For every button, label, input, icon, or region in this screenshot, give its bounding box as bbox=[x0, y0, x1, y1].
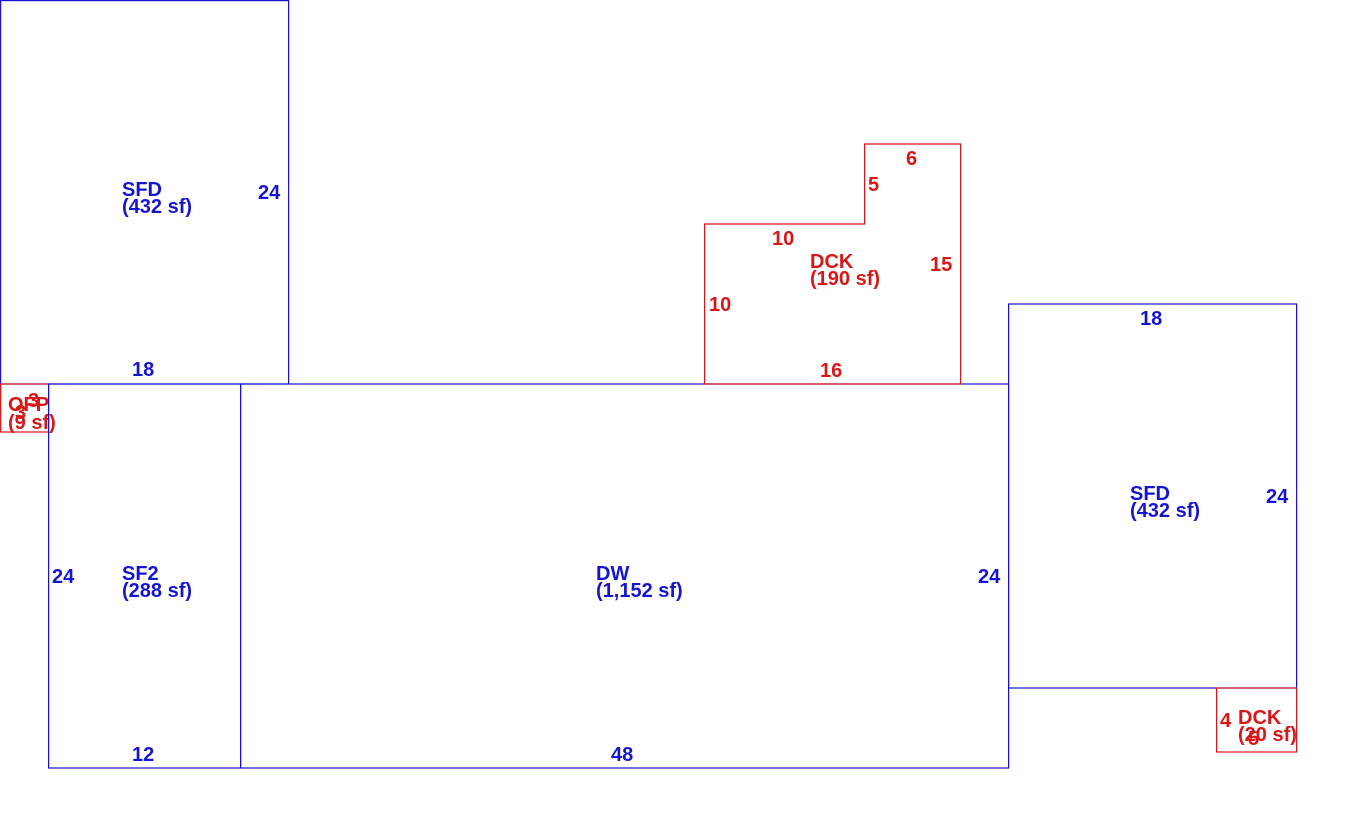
ofp-code: OFP bbox=[8, 394, 49, 416]
sfd-right-area: SFD (432 sf) 18 24 bbox=[1007, 303, 1298, 689]
sfd-upper-left-dim-bottom: 18 bbox=[132, 359, 154, 381]
sf2-dim-bottom: 12 bbox=[132, 744, 154, 766]
dck-lower-dim-bottom: 5 bbox=[1248, 728, 1259, 750]
dw-area-label: (1,152 sf) bbox=[596, 580, 683, 602]
sf2-area-label: (288 sf) bbox=[122, 580, 192, 602]
dck-upper-area-label: (190 sf) bbox=[810, 268, 880, 290]
sfd-upper-left-code: SFD bbox=[122, 179, 162, 201]
dck-lower-code: DCK bbox=[1238, 707, 1282, 729]
dck-lower-area-label: (20 sf) bbox=[1238, 724, 1297, 746]
sf2-code: SF2 bbox=[122, 563, 159, 585]
sfd-right-code: SFD bbox=[1130, 483, 1170, 505]
dw-area: DW (1,152 sf) 24 48 bbox=[240, 383, 1010, 769]
sf2-dim-left: 24 bbox=[52, 566, 75, 588]
sfd-right-dim-top: 18 bbox=[1140, 308, 1162, 330]
dck-upper-dim-top: 6 bbox=[906, 148, 917, 170]
dck-upper-dim-step-vertical: 5 bbox=[868, 174, 879, 196]
dck-lower-area: DCK (20 sf) 4 5 bbox=[1215, 687, 1298, 753]
dck-upper-area: DCK (190 sf) 6 5 10 10 15 16 bbox=[703, 143, 962, 385]
dck-lower-dim-left: 4 bbox=[1220, 710, 1232, 732]
dw-dim-bottom: 48 bbox=[611, 744, 633, 766]
dw-dim-right: 24 bbox=[978, 566, 1001, 588]
dck-upper-dim-step-horizontal: 10 bbox=[772, 228, 794, 250]
sfd-upper-left-area: SFD (432 sf) 24 18 bbox=[0, 0, 290, 385]
ofp-area-label: (9 sf) bbox=[8, 412, 56, 434]
sfd-upper-left-dim-right: 24 bbox=[258, 182, 281, 204]
dck-upper-outline bbox=[703, 143, 962, 385]
ofp-dim-top: 3 bbox=[28, 390, 39, 412]
sfd-right-area-label: (432 sf) bbox=[1130, 500, 1200, 522]
dw-code: DW bbox=[596, 563, 629, 585]
dck-upper-dim-left: 10 bbox=[709, 294, 731, 316]
ofp-dim-left: 3 bbox=[15, 402, 26, 424]
dck-upper-dim-bottom: 16 bbox=[820, 360, 842, 382]
ofp-area: OFP (9 sf) 3 3 bbox=[0, 383, 56, 434]
sf2-area: SF2 (288 sf) 24 12 bbox=[47, 383, 242, 769]
dck-upper-code: DCK bbox=[810, 251, 854, 273]
sfd-right-dim-right: 24 bbox=[1266, 486, 1289, 508]
dck-upper-dim-right: 15 bbox=[930, 254, 952, 276]
sfd-right-outline bbox=[1007, 303, 1298, 689]
sfd-upper-left-area-label: (432 sf) bbox=[122, 196, 192, 218]
dck-lower-outline bbox=[1215, 687, 1298, 753]
